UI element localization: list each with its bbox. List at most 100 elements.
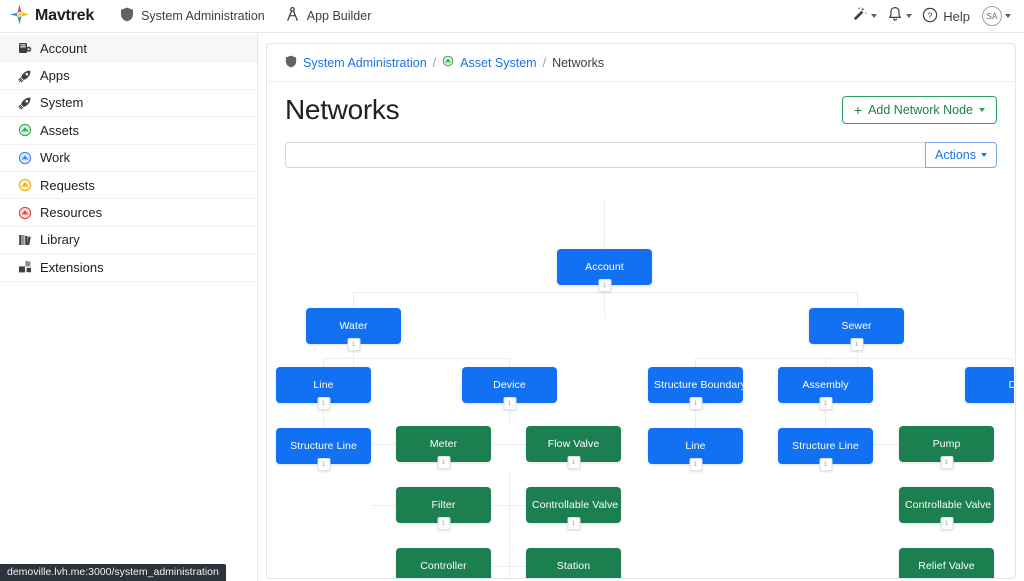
tree-node-label: Line xyxy=(685,440,706,452)
tree-node-label: Meter xyxy=(429,438,458,450)
page-title: Networks xyxy=(285,94,400,125)
requests-circle-icon xyxy=(18,178,32,192)
tree-node-collapse-handle[interactable]: 1 xyxy=(567,456,580,469)
tree-node-collapse-handle[interactable]: 1 xyxy=(317,458,330,471)
body-wrap: Account Apps System Assets Work xyxy=(0,33,1024,581)
tree-node-collapse-handle[interactable]: 1 xyxy=(437,517,450,530)
tree-node[interactable]: Controller1 xyxy=(396,548,491,578)
sidebar-item-assets[interactable]: Assets xyxy=(0,117,257,145)
top-right-controls: ? Help SA xyxy=(848,4,1024,28)
tree-node-collapse-handle[interactable]: 1 xyxy=(503,397,516,410)
tree-node-collapse-handle[interactable]: 1 xyxy=(940,456,953,469)
tree-connector xyxy=(509,470,510,578)
compass-star-logo xyxy=(10,5,29,27)
breadcrumb-link-asset-system[interactable]: Asset System xyxy=(460,55,537,70)
tree-node[interactable]: Water 1 xyxy=(306,308,401,351)
sidebar-item-apps[interactable]: Apps xyxy=(0,62,257,90)
magic-wand-menu[interactable] xyxy=(848,4,880,28)
sidebar-item-extensions[interactable]: Extensions xyxy=(0,254,257,282)
tree-node-label: Filter xyxy=(431,499,456,511)
sidebar-item-label: Apps xyxy=(40,68,70,84)
breadcrumb-separator: / xyxy=(542,55,547,70)
tree-node-collapse-handle[interactable]: 1 xyxy=(850,338,863,351)
avatar: SA xyxy=(982,6,1002,26)
search-input[interactable] xyxy=(285,142,925,168)
tree-connector xyxy=(509,358,510,367)
tree-node-collapse-handle[interactable]: 1 xyxy=(317,397,330,410)
tree-node-collapse-handle[interactable]: 1 xyxy=(437,456,450,469)
sidebar-item-resources[interactable]: Resources xyxy=(0,199,257,227)
breadcrumb-separator: / xyxy=(432,55,437,70)
tree-node[interactable]: Device 1 xyxy=(462,367,557,410)
tree-node[interactable]: Station1 xyxy=(526,548,621,578)
breadcrumb-link-system-administration[interactable]: System Administration xyxy=(303,55,427,70)
brand[interactable]: Mavtrek xyxy=(0,5,94,27)
magic-wand-icon xyxy=(851,6,868,26)
shield-icon xyxy=(285,55,297,71)
brand-name: Mavtrek xyxy=(35,7,95,24)
tree-node-collapse-handle[interactable]: 1 xyxy=(689,397,702,410)
tree-node-label: Device xyxy=(493,379,526,391)
extensions-icon xyxy=(18,260,32,274)
sidebar-item-work[interactable]: Work xyxy=(0,145,257,172)
tree-connector xyxy=(353,292,354,308)
tree-connector xyxy=(695,358,696,367)
tree-node-collapse-handle[interactable]: 1 xyxy=(819,397,832,410)
tree-connector xyxy=(1012,358,1013,367)
user-menu[interactable]: SA xyxy=(979,4,1014,28)
breadcrumb: System Administration / Asset System / N… xyxy=(267,44,1015,82)
tree-node-collapse-handle[interactable]: 1 xyxy=(598,279,611,292)
sidebar-item-label: Work xyxy=(40,150,71,166)
tree-node-collapse-handle[interactable]: 1 xyxy=(940,517,953,530)
library-books-icon xyxy=(18,233,32,247)
tree-node-label: Flow Valve xyxy=(547,438,600,450)
tree-node-collapse-handle[interactable]: 1 xyxy=(567,517,580,530)
tree-node-collapse-handle[interactable]: 1 xyxy=(819,458,832,471)
svg-text:?: ? xyxy=(928,10,933,20)
tree-node-label: Controller xyxy=(420,560,467,572)
tree-connector xyxy=(353,351,354,377)
question-circle-icon: ? xyxy=(922,7,938,26)
tree-node-label: Pump xyxy=(932,438,961,450)
sidebar-item-account[interactable]: Account xyxy=(0,35,257,63)
top-nav-item-system-administration[interactable]: System Administration xyxy=(120,7,265,25)
tree-node[interactable]: Flow Valve 1 xyxy=(526,426,621,469)
tree-node-label: Water xyxy=(339,320,368,332)
notifications-menu[interactable] xyxy=(884,4,915,28)
assets-circle-icon xyxy=(18,123,32,137)
sidebar-item-requests[interactable]: Requests xyxy=(0,172,257,200)
account-card-icon xyxy=(18,41,32,55)
tree-node-label: Station xyxy=(556,560,591,572)
tree-node-label: Structure Line xyxy=(290,440,357,452)
sidebar-item-library[interactable]: Library xyxy=(0,227,257,255)
add-network-node-button[interactable]: + Add Network Node xyxy=(841,96,997,124)
tree-connector xyxy=(323,358,324,367)
tree-node[interactable]: Filter 1 xyxy=(396,487,491,530)
breadcrumb-current: Networks xyxy=(552,55,605,70)
tree-node-collapse-handle[interactable]: 1 xyxy=(689,458,702,471)
tree-node[interactable]: Meter 1 xyxy=(396,426,491,469)
tree-node-label: Relief Valve xyxy=(918,560,975,572)
help-button[interactable]: ? Help xyxy=(919,5,975,28)
tree-node-collapse-handle[interactable]: 1 xyxy=(347,338,360,351)
tree-node[interactable]: D xyxy=(965,367,1014,403)
sidebar: Account Apps System Assets Work xyxy=(0,33,258,581)
tree-node[interactable]: Line 1 xyxy=(648,428,743,471)
tree-node[interactable]: Structure Line 1 xyxy=(276,428,371,471)
top-nav-item-app-builder[interactable]: App Builder xyxy=(285,7,371,25)
tree-connector xyxy=(604,198,605,249)
tree-node[interactable]: Pump 1 xyxy=(899,426,994,469)
page-header: Networks + Add Network Node xyxy=(267,82,1015,126)
sidebar-item-system[interactable]: System xyxy=(0,90,257,118)
actions-button[interactable]: Actions xyxy=(925,142,997,168)
